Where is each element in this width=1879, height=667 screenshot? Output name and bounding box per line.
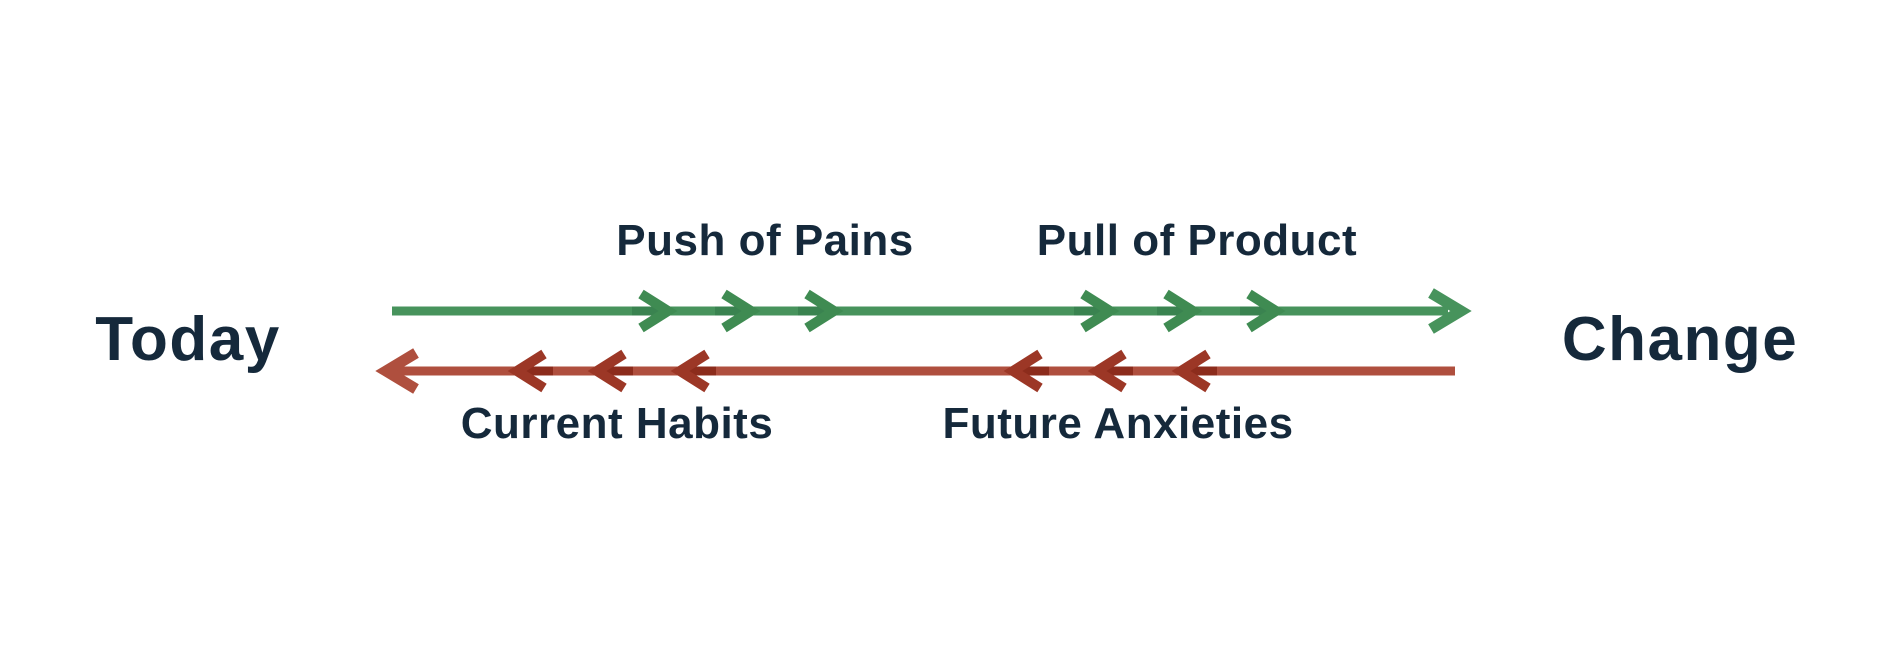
future-anxieties-label: Future Anxieties — [942, 399, 1294, 448]
change-label: Change — [1561, 305, 1799, 374]
chevron-left-icon — [507, 349, 547, 393]
chevron-right-icon — [638, 289, 678, 333]
arrowhead-left-icon — [375, 348, 419, 394]
chevron-right-icon — [804, 289, 844, 333]
arrowhead-right-icon — [1428, 288, 1472, 334]
current-habits-label: Current Habits — [460, 399, 774, 448]
chevron-left-icon — [1087, 349, 1127, 393]
chevron-right-icon — [721, 289, 761, 333]
chevron-right-icon — [1163, 289, 1203, 333]
chevron-right-icon — [1246, 289, 1286, 333]
chevron-left-icon — [587, 349, 627, 393]
today-label: Today — [95, 305, 281, 374]
chevron-right-icon — [1080, 289, 1120, 333]
chevron-left-icon — [670, 349, 710, 393]
habits-anxieties-arrow — [375, 348, 1455, 394]
chevron-left-icon — [1003, 349, 1043, 393]
push-of-pains-label: Push of Pains — [616, 216, 914, 265]
pull-of-product-label: Pull of Product — [1036, 216, 1358, 265]
chevron-left-icon — [1171, 349, 1211, 393]
push-pull-arrow — [392, 288, 1472, 334]
